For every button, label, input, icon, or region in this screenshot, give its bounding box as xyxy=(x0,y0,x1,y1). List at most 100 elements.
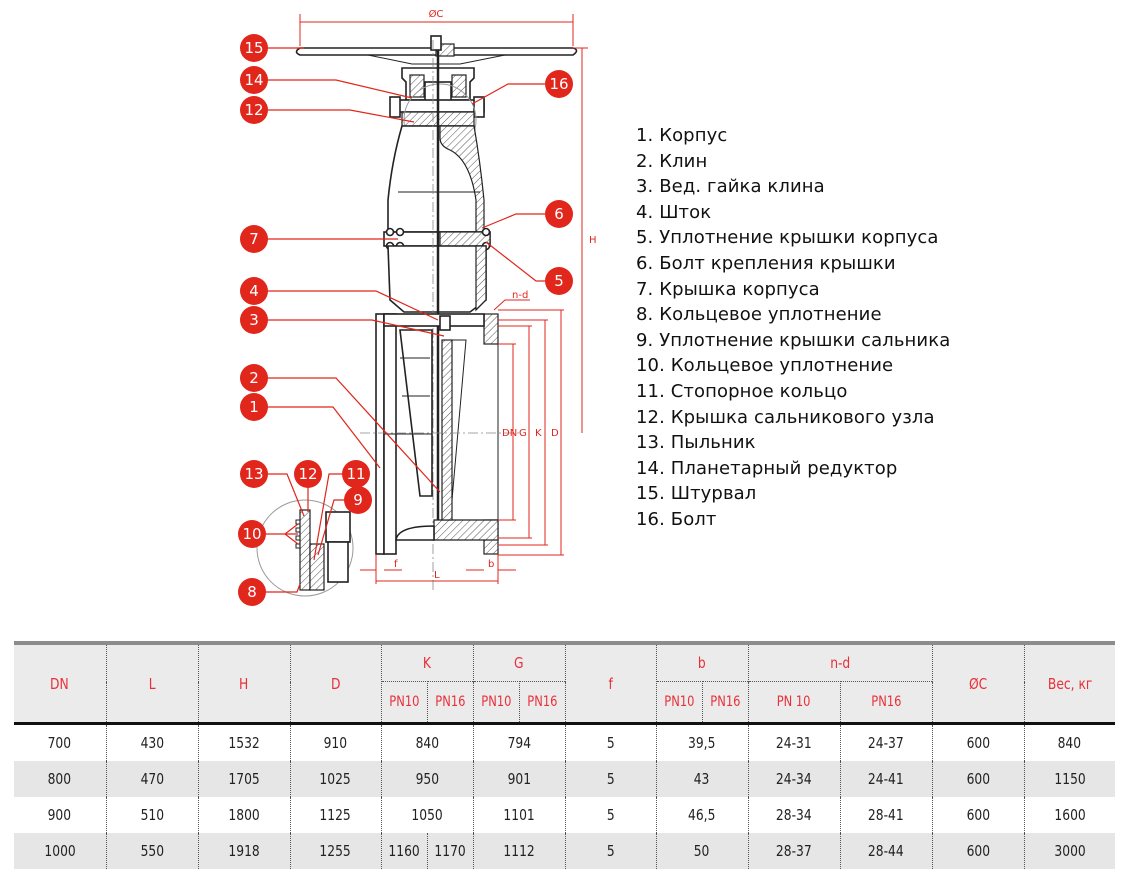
cell-weight: 3000 xyxy=(1023,833,1116,869)
svg-text:12: 12 xyxy=(298,465,317,483)
dim-nd: n-d xyxy=(512,290,528,301)
callout-2: 2 xyxy=(240,364,268,392)
cell-oc: 600 xyxy=(931,761,1025,797)
dim-h: H xyxy=(589,235,597,246)
cell-d: 1255 xyxy=(289,833,382,869)
cell-nd-pn16: 28-41 xyxy=(839,797,933,833)
table-row: 1000 550 1918 1255 1160 1170 1112 5 50 2… xyxy=(14,833,1116,869)
svg-text:7: 7 xyxy=(249,230,259,248)
callout-1: 1 xyxy=(240,393,268,421)
dim-f: f xyxy=(394,559,398,570)
seal-detail-view xyxy=(256,499,354,597)
callout-9: 9 xyxy=(344,486,372,514)
table-subheader-row: PN10 PN16 PN10 PN16 PN10 PN16 PN 10 PN16 xyxy=(14,681,1115,724)
cell-b: 50 xyxy=(655,833,749,869)
svg-text:14: 14 xyxy=(244,71,263,89)
callout-13: 13 xyxy=(240,460,268,488)
cell-dn: 700 xyxy=(14,722,107,761)
cell-g: 1101 xyxy=(472,797,566,833)
dim-dn: DN xyxy=(502,428,517,439)
callout-16: 16 xyxy=(545,70,573,98)
svg-text:12: 12 xyxy=(244,101,263,119)
cell-weight: 1600 xyxy=(1023,797,1116,833)
dim-g: G xyxy=(519,428,527,439)
cell-k-pn16: 1170 xyxy=(426,833,474,869)
header-nd-pn10: PN 10 xyxy=(747,681,841,724)
legend-item: 11. Стопорное кольцо xyxy=(636,380,848,402)
cell-h: 1800 xyxy=(197,797,291,833)
cell-f: 5 xyxy=(564,797,657,833)
legend-item: 15. Штурвал xyxy=(636,483,757,505)
cell-nd-pn16: 24-37 xyxy=(839,722,933,761)
cell-g: 794 xyxy=(472,722,566,761)
callout-12-detail: 12 xyxy=(294,460,322,488)
legend-item: 6. Болт крепления крышки xyxy=(636,252,896,274)
header-g: G xyxy=(472,641,566,682)
leader-lines xyxy=(266,47,545,593)
valve-body xyxy=(360,313,520,555)
cell-b: 43 xyxy=(655,761,749,797)
header-oc: ØC xyxy=(931,641,1025,724)
header-f: f xyxy=(564,641,657,724)
header-d: D xyxy=(289,641,382,724)
callout-6: 6 xyxy=(545,200,573,228)
cell-dn: 1000 xyxy=(14,833,107,869)
svg-text:2: 2 xyxy=(249,369,259,387)
svg-text:4: 4 xyxy=(249,282,259,300)
cell-k: 950 xyxy=(380,761,474,797)
legend-item: 7. Крышка корпуса xyxy=(636,278,820,300)
cell-d: 1025 xyxy=(289,761,382,797)
cell-b: 39,5 xyxy=(655,722,749,761)
header-nd-pn16: PN16 xyxy=(839,681,933,724)
legend-item: 12. Крышка сальникового узла xyxy=(636,406,935,428)
cell-f: 5 xyxy=(564,833,657,869)
cell-weight: 1150 xyxy=(1023,761,1116,797)
svg-text:11: 11 xyxy=(346,465,365,483)
callout-5: 5 xyxy=(545,267,573,295)
cell-nd-pn16: 24-41 xyxy=(839,761,933,797)
legend-item: 9. Уплотнение крышки сальника xyxy=(636,329,951,351)
cell-oc: 600 xyxy=(931,833,1025,869)
header-k-pn10: PN10 xyxy=(381,681,428,724)
svg-text:13: 13 xyxy=(244,465,263,483)
dim-k: K xyxy=(535,428,542,439)
cell-b: 46,5 xyxy=(655,797,749,833)
cell-oc: 600 xyxy=(931,722,1025,761)
cell-nd-pn10: 24-34 xyxy=(747,761,841,797)
svg-text:9: 9 xyxy=(353,491,363,509)
cell-nd-pn10: 28-34 xyxy=(747,797,841,833)
table-row: 700 430 1532 910 840 794 5 39,5 24-31 24… xyxy=(14,722,1116,761)
dim-l: L xyxy=(434,570,440,581)
callout-15: 15 xyxy=(240,34,268,62)
cell-oc: 600 xyxy=(931,797,1025,833)
legend-item: 5. Уплотнение крышки корпуса xyxy=(636,227,939,249)
legend-item: 8. Кольцевое уплотнение xyxy=(636,304,882,326)
cell-l: 550 xyxy=(105,833,199,869)
valve-section-svg: ØC H DN G K D n-d L f b xyxy=(238,8,597,606)
cell-weight: 840 xyxy=(1023,722,1116,761)
cell-d: 1125 xyxy=(289,797,382,833)
header-weight: Вес, кг xyxy=(1023,641,1116,724)
callout-11: 11 xyxy=(342,460,370,488)
callout-12: 12 xyxy=(240,96,268,124)
header-k: K xyxy=(380,641,474,682)
legend-item: 4. Шток xyxy=(636,201,712,223)
svg-text:10: 10 xyxy=(242,525,261,543)
legend-item: 16. Болт xyxy=(636,508,717,530)
cell-g: 1112 xyxy=(472,833,566,869)
table-header-row: DN L H D K G f b n-d ØC Вес, кг xyxy=(14,641,1116,724)
header-g-pn10: PN10 xyxy=(472,681,520,724)
cell-k: 840 xyxy=(380,722,474,761)
header-l: L xyxy=(105,641,199,724)
handwheel xyxy=(295,35,578,65)
legend-item: 13. Пыльник xyxy=(636,432,756,454)
header-g-pn16: PN16 xyxy=(518,681,566,724)
svg-text:16: 16 xyxy=(549,75,568,93)
callout-10: 10 xyxy=(238,520,266,548)
cell-f: 5 xyxy=(564,761,657,797)
dim-d: D xyxy=(551,428,559,439)
header-b-pn16: PN16 xyxy=(701,681,749,724)
header-h: H xyxy=(197,641,291,724)
cell-h: 1918 xyxy=(197,833,291,869)
svg-text:1: 1 xyxy=(249,398,259,416)
